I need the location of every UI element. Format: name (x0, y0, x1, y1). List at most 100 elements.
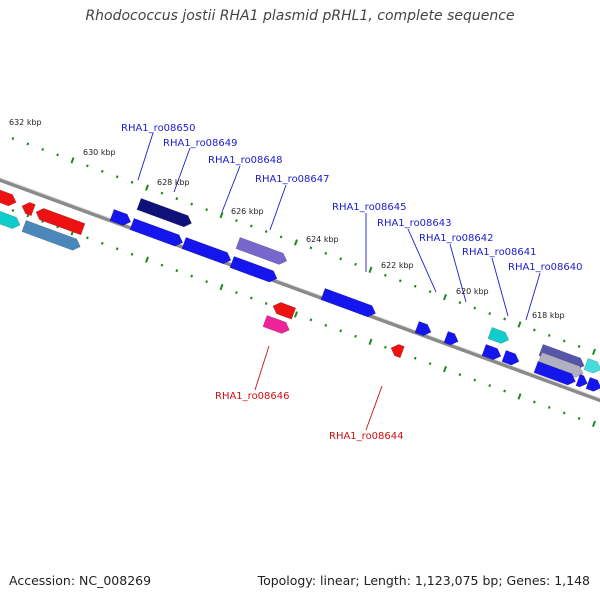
top-scale-tick (488, 312, 492, 316)
bottom-scale-tick (175, 269, 179, 273)
gene-arrow-ro08642 (443, 330, 459, 346)
bottom-scale-tick (130, 252, 134, 256)
top-scale-tick (11, 137, 15, 140)
bottom-scale-tick (473, 378, 477, 382)
top-scale-tick (190, 202, 194, 206)
gene-arrow-ro08640 (538, 343, 585, 370)
leader-ro08644 (365, 385, 383, 431)
top-scale-tick (517, 321, 522, 328)
bottom-scale-tick (264, 302, 268, 305)
top-scale-tick (577, 344, 581, 348)
bottom-scale-tick (26, 214, 30, 218)
bottom-scale-tick (219, 283, 224, 291)
gene-arrow-ro08646 (262, 314, 290, 334)
gene-arrows (0, 185, 600, 392)
gene-arrow-right-cyan (583, 357, 600, 374)
kbp-label-630: 630 kbp (83, 148, 116, 157)
bottom-scale-tick (86, 236, 89, 240)
leader-ro08649 (173, 147, 191, 193)
bottom-scale-tick (100, 241, 104, 245)
gene-arrow-left-red-3 (35, 208, 86, 236)
top-scale-tick (264, 230, 268, 233)
leader-ro08648 (221, 165, 241, 213)
bottom-scale-tick (413, 356, 417, 360)
gene-label-ro08642: RHA1_ro08642 (419, 233, 494, 244)
bottom-scale-tick (503, 389, 506, 393)
topology-summary: Topology: linear; Length: 1,123,075 bp; … (257, 573, 590, 588)
top-scale-tick (70, 157, 75, 164)
accession-text: Accession: NC_008269 (9, 573, 152, 588)
backbone-strand-inner (0, 177, 600, 399)
gene-arrow-ro08650-a (109, 208, 132, 226)
kbp-label-622: 622 kbp (381, 261, 414, 270)
gene-arrow-ro08649 (136, 197, 192, 228)
bottom-scale-tick (11, 209, 15, 212)
bottom-scale-tick (488, 384, 492, 388)
kbp-label-620: 620 kbp (456, 287, 489, 296)
top-scale-tick (428, 290, 432, 294)
top-scale-tick (503, 317, 506, 321)
bottom-scale-tick (577, 416, 581, 420)
gene-arrow-ro08643 (414, 320, 432, 337)
bottom-scale-tick (354, 334, 357, 338)
top-scale-tick (443, 293, 447, 301)
kbp-label-624: 624 kbp (306, 235, 339, 244)
bottom-scale-tick (190, 274, 194, 278)
top-scale-tick (458, 301, 462, 305)
gene-arrow-right-blue-2 (575, 373, 588, 388)
bottom-scale-tick (533, 400, 536, 404)
bottom-scale-tick (339, 329, 343, 333)
kbp-label-628: 628 kbp (157, 178, 190, 187)
leader-ro08647 (269, 184, 287, 231)
top-scale-tick (368, 266, 373, 273)
bottom-scale-tick (115, 247, 119, 251)
gene-arrow-ro08641-c (501, 349, 520, 366)
top-scale-tick (413, 284, 417, 288)
gene-arrow-right-blue-3 (585, 376, 600, 392)
bottom-scale-tick (235, 291, 238, 295)
gene-arrow-ro08646-red (272, 302, 297, 320)
gene-arrow-ro08648-b (229, 255, 278, 283)
gene-arrow-ro08650-b (129, 217, 184, 247)
top-scale-tick (26, 142, 30, 146)
gene-label-ro08649: RHA1_ro08649 (163, 138, 238, 149)
bottom-scale-tick (443, 365, 447, 373)
top-scale-tick (86, 164, 89, 168)
bottom-scale-tick (324, 323, 328, 327)
bottom-scale-tick (309, 318, 313, 322)
tick-row-bottom (11, 209, 596, 428)
gene-arrow-ro08647 (235, 236, 288, 265)
top-scale-tick (130, 180, 134, 184)
top-scale-tick (294, 239, 298, 246)
leader-ro08642 (449, 243, 467, 303)
bottom-scale-tick (249, 296, 253, 300)
top-scale-tick (309, 246, 313, 250)
gene-arrow-left-steel (21, 219, 81, 251)
top-scale-tick (249, 224, 253, 228)
map-title: Rhodococcus jostii RHA1 plasmid pRHL1, c… (85, 8, 515, 24)
leader-ro08643 (407, 228, 437, 293)
gene-arrow-ro08641-b (481, 343, 502, 361)
leader-ro08641 (491, 257, 509, 317)
gene-arrow-ro08645 (320, 287, 376, 318)
top-scale-tick (175, 197, 179, 201)
kbp-label-632: 632 kbp (9, 118, 42, 127)
kbp-label-626: 626 kbp (231, 207, 264, 216)
bottom-scale-tick (562, 411, 566, 415)
gene-label-ro08647: RHA1_ro08647 (255, 174, 330, 185)
top-scale-tick (324, 251, 328, 255)
top-scale-tick (384, 273, 387, 277)
bottom-scale-tick (145, 256, 149, 263)
tick-row-top (11, 137, 596, 356)
gene-arrow-left-red-1 (0, 185, 17, 207)
top-scale-tick (354, 262, 357, 266)
bottom-scale-tick (205, 280, 208, 284)
top-scale-tick (279, 235, 283, 239)
gene-label-ro08648: RHA1_ro08648 (208, 155, 283, 166)
backbone-strand-outer (0, 177, 600, 403)
gene-label-ro08640: RHA1_ro08640 (508, 262, 583, 273)
bottom-scale-tick (428, 362, 432, 366)
top-scale-tick (339, 257, 343, 261)
top-scale-tick (160, 191, 164, 195)
